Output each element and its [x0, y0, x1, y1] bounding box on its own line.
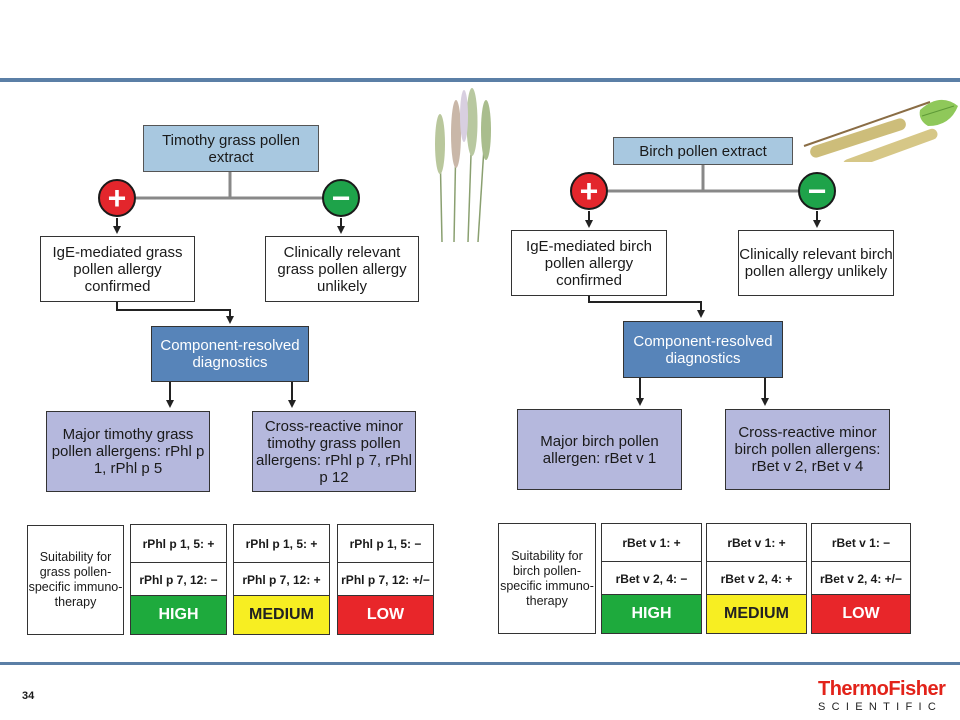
result-row-major: rBet v 1: +: [602, 524, 701, 562]
grass-crd-box: Component-resolved diagnostics: [151, 326, 309, 382]
birch-allergy-confirmed-box: IgE-mediated birch pollen allergy confir…: [511, 230, 667, 296]
result-level: MEDIUM: [234, 595, 329, 634]
result-level: LOW: [338, 595, 433, 634]
result-row-minor: rBet v 2, 4: +/−: [819, 572, 903, 586]
page-number: 34: [22, 690, 35, 702]
result-row-major: rPhl p 1, 5: −: [338, 525, 433, 563]
result-level: HIGH: [602, 594, 701, 633]
grass-major-allergens-box: Major timothy grass pollen allergens: rP…: [46, 411, 210, 492]
birch-result-medium: rBet v 1: + rBet v 2, 4: + MEDIUM: [706, 523, 807, 634]
birch-catkin-image: [803, 99, 958, 162]
grass-minor-allergens-box: Cross-reactive minor timothy grass polle…: [252, 411, 416, 492]
birch-minor-allergens-box: Cross-reactive minor birch pollen allerg…: [725, 409, 890, 490]
birch-positive-icon: +: [570, 172, 608, 210]
result-level: HIGH: [131, 595, 226, 634]
logo-wordmark: ThermoFisher: [818, 678, 946, 700]
top-accent-bar: [0, 78, 960, 82]
logo-subtitle: SCIENTIFIC: [818, 701, 943, 713]
timothy-grass-image: [435, 88, 491, 242]
grass-allergy-unlikely-box: Clinically relevant grass pollen allergy…: [265, 236, 419, 302]
result-level: LOW: [812, 594, 910, 633]
result-row-minor: rPhl p 7, 12: −: [139, 573, 218, 587]
result-row-minor: rBet v 2, 4: +: [720, 572, 793, 586]
grass-result-medium: rPhl p 1, 5: + rPhl p 7, 12: + MEDIUM: [233, 524, 330, 635]
birch-negative-icon: −: [798, 172, 836, 210]
birch-allergy-unlikely-box: Clinically relevant birch pollen allergy…: [738, 230, 894, 296]
result-row-major: rBet v 1: +: [707, 524, 806, 562]
thermo-fisher-logo: ThermoFisher SCIENTIFIC: [818, 678, 948, 713]
grass-negative-icon: −: [322, 179, 360, 217]
result-row-major: rPhl p 1, 5: +: [131, 525, 226, 563]
grass-positive-icon: +: [98, 179, 136, 217]
bottom-accent-bar: [0, 662, 960, 665]
grass-result-high: rPhl p 1, 5: + rPhl p 7, 12: − HIGH: [130, 524, 227, 635]
result-row-major: rBet v 1: −: [812, 524, 910, 562]
result-level: MEDIUM: [707, 594, 806, 633]
birch-result-low: rBet v 1: − rBet v 2, 4: +/− LOW: [811, 523, 911, 634]
grass-result-low: rPhl p 1, 5: − rPhl p 7, 12: +/− LOW: [337, 524, 434, 635]
birch-crd-box: Component-resolved diagnostics: [623, 321, 783, 378]
birch-result-high: rBet v 1: + rBet v 2, 4: − HIGH: [601, 523, 702, 634]
birch-suitability-label: Suitability for birch pollen-specific im…: [498, 523, 596, 634]
timothy-extract-box: Timothy grass pollen extract: [143, 125, 319, 172]
result-row-minor: rPhl p 7, 12: +: [242, 573, 321, 587]
birch-extract-box: Birch pollen extract: [613, 137, 793, 165]
result-row-major: rPhl p 1, 5: +: [234, 525, 329, 563]
birch-major-allergen-box: Major birch pollen allergen: rBet v 1: [517, 409, 682, 490]
result-row-minor: rPhl p 7, 12: +/−: [341, 573, 430, 587]
result-row-minor: rBet v 2, 4: −: [615, 572, 688, 586]
grass-suitability-label: Suitability for grass pollen-specific im…: [27, 525, 124, 635]
grass-allergy-confirmed-box: IgE-mediated grass pollen allergy confir…: [40, 236, 195, 302]
